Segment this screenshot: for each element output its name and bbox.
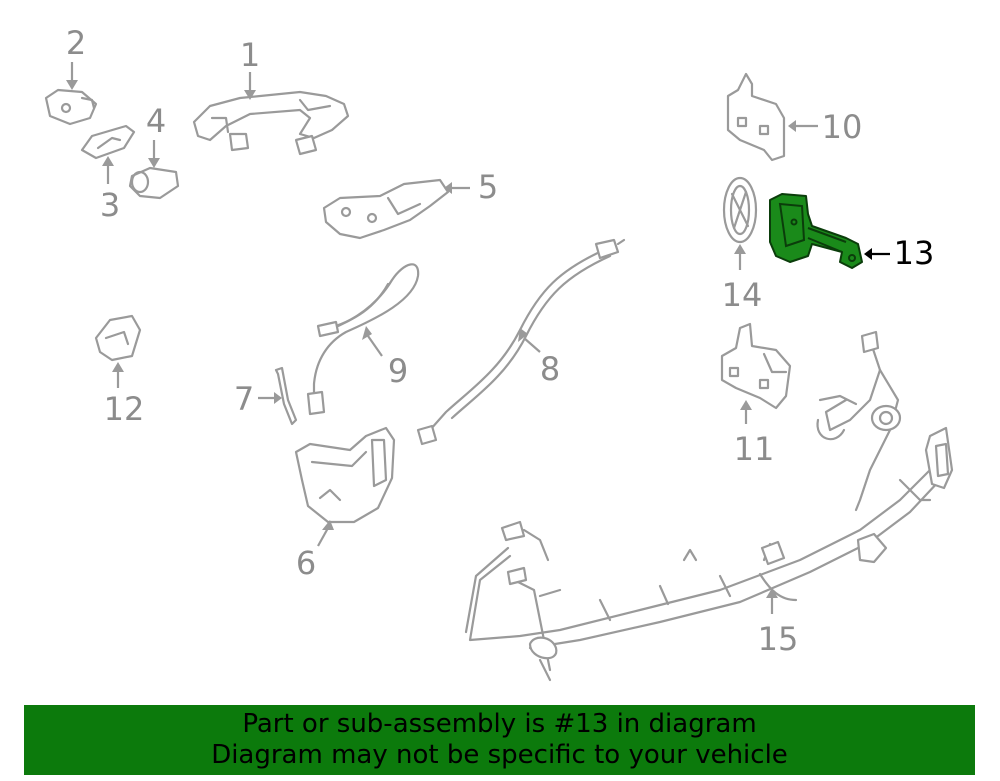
part-9 [306,263,420,416]
callout-8: 8 [540,350,560,388]
part-13-door-check[interactable] [769,193,863,269]
part-1 [192,90,350,156]
parts-diagram: 2 3 4 1 [44,24,954,682]
part-3 [80,124,136,160]
part-11 [720,322,792,410]
callout-4: 4 [146,102,166,140]
part-6 [294,426,396,524]
part-12 [94,314,142,362]
part-10 [726,72,786,162]
part-15 [464,330,954,682]
banner-line-1: Part or sub-assembly is #13 in diagram [242,709,757,739]
callout-7: 7 [234,380,254,418]
callout-14: 14 [722,276,763,314]
callout-1: 1 [240,36,260,74]
callout-6: 6 [296,544,316,582]
part-7 [274,366,298,426]
callout-2: 2 [66,24,86,62]
callout-5: 5 [478,168,498,206]
callout-9: 9 [388,352,408,390]
callout-11: 11 [734,430,775,468]
part-14 [722,176,758,244]
part-5 [322,178,450,240]
callout-15: 15 [758,620,799,658]
banner-line-2: Diagram may not be specific to your vehi… [211,740,788,770]
info-banner: Part or sub-assembly is #13 in diagram D… [24,705,975,775]
callout-10: 10 [822,108,863,146]
part-8 [416,238,626,446]
part-4 [128,166,180,200]
callout-12: 12 [104,390,145,428]
callout-13: 13 [894,234,935,272]
callout-3: 3 [100,186,120,224]
part-2 [44,88,98,126]
